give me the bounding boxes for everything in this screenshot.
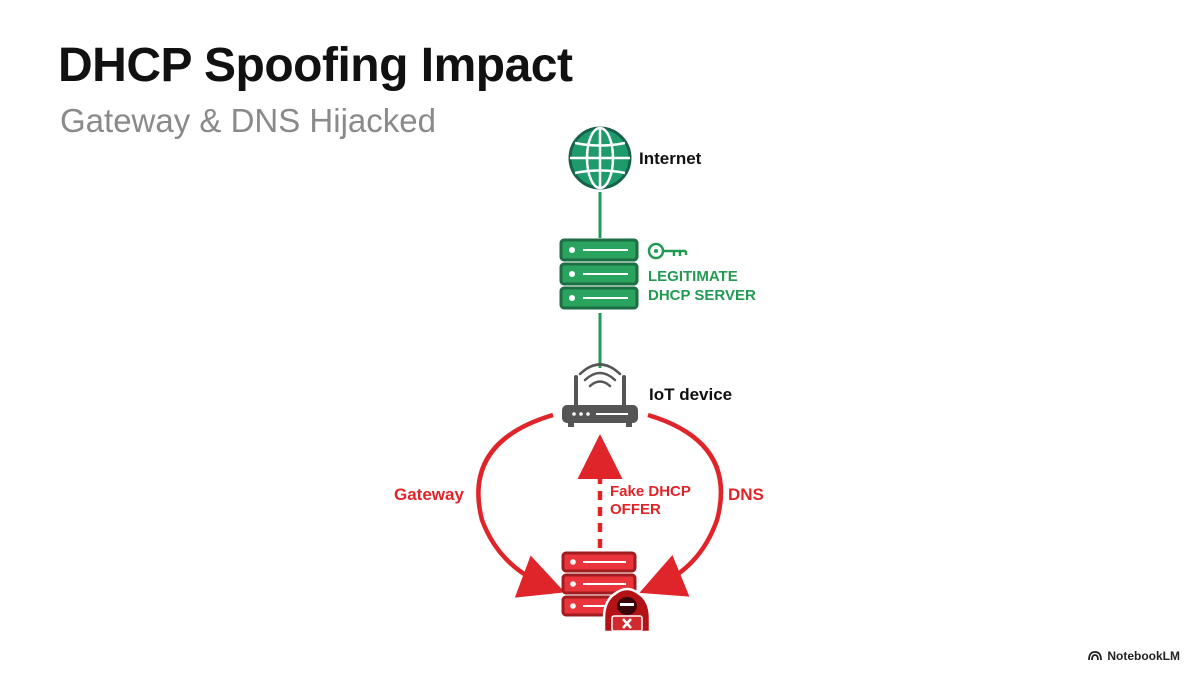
brand-watermark: NotebookLM (1088, 649, 1180, 663)
gateway-hijack-arrow (476, 412, 565, 598)
dns-label: DNS (728, 485, 764, 504)
globe-icon (568, 126, 632, 190)
iot-device-label: IoT device (649, 385, 732, 404)
key-icon (647, 242, 688, 260)
page-title: DHCP Spoofing Impact (58, 39, 573, 92)
internet-label: Internet (639, 149, 702, 168)
notebooklm-logo-icon (1088, 651, 1103, 661)
router-icon (562, 363, 638, 427)
legit-server-label-line2: DHCP SERVER (648, 287, 756, 304)
page-subtitle: Gateway & DNS Hijacked (60, 102, 436, 139)
brand-label: NotebookLM (1107, 649, 1180, 663)
dns-hijack-arrow (639, 412, 724, 597)
fake-offer-label-line1: Fake DHCP (610, 483, 691, 500)
gateway-label: Gateway (394, 485, 464, 504)
legit-server-icon (559, 238, 639, 310)
legit-server-label-line1: LEGITIMATE (648, 268, 738, 285)
hacker-icon (602, 587, 652, 634)
fake-offer-label-line2: OFFER (610, 501, 661, 518)
